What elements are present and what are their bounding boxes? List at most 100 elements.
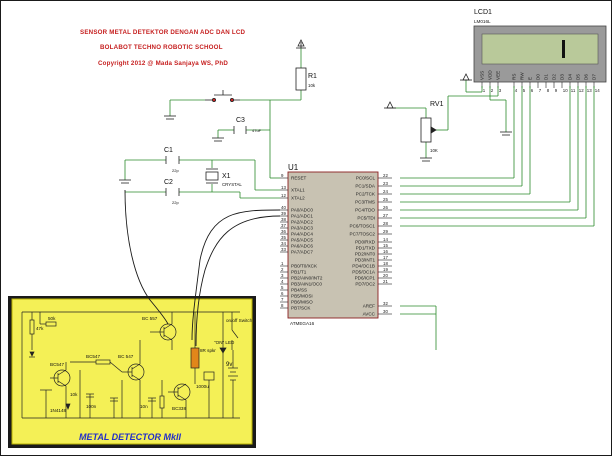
u1-pin-number: 29 — [383, 229, 388, 234]
r1-value: 10k — [308, 83, 316, 88]
u1-chip: 9RESET13XTAL112XTAL240PA0/ADC039PA1/ADC1… — [280, 163, 392, 326]
u1-pin-name: PC3/TMS — [355, 200, 375, 205]
u1-pin-number: 28 — [383, 221, 388, 226]
lcd-pin-name: D0 — [535, 74, 540, 80]
u1-pin-number: 17 — [383, 255, 388, 260]
u1-pin-number: 20 — [383, 273, 388, 278]
c2-ref: C2 — [164, 179, 173, 186]
lcd-pin-number: 13 — [587, 88, 592, 93]
u1-pin-name: PC1/SDA — [355, 184, 376, 189]
u1-pin-name: PA5/ADC5 — [291, 238, 313, 243]
lcd-ref: LCD1 — [474, 9, 492, 16]
u1-body — [287, 171, 379, 319]
u1-pin-number: 21 — [383, 279, 388, 284]
u1-pin-number: 14 — [383, 237, 388, 242]
schematic-title: SENSOR METAL DETEKTOR DENGAN ADC DAN LCD — [80, 29, 246, 36]
u1-pin-number: 32 — [383, 301, 388, 306]
u1-pin-number: 36 — [281, 229, 286, 234]
u1-pin-number: 18 — [383, 261, 388, 266]
label-1000u: 1000u — [196, 384, 209, 389]
u1-pin-name: PD0/RXD — [355, 240, 376, 245]
u1-pin-number: 35 — [281, 235, 286, 240]
metal-detector-title: METAL DETECTOR MkII — [78, 432, 181, 442]
u1-pin-name: PD6/ICP1 — [355, 276, 376, 281]
lcd-pin-number: 8 — [547, 88, 550, 93]
label-47k: 47k — [36, 326, 44, 331]
u1-pin-name: PA3/ADC3 — [291, 226, 313, 231]
u1-pin-name: PD7/OC2 — [355, 282, 375, 287]
u1-pin-name: PC2/TCK — [356, 192, 376, 197]
label-100n: 100n — [86, 404, 97, 409]
u1-pin-name: PC4/TDO — [355, 208, 375, 213]
lcd-pin-name: D3 — [559, 74, 564, 80]
u1-pin-number: 13 — [281, 185, 286, 190]
u1-pin-name: PA0/ADC0 — [291, 208, 313, 213]
lcd-pin-number: 6 — [531, 88, 534, 93]
detector-wires — [124, 189, 281, 347]
u1-pin-name: PD3/INT1 — [355, 258, 376, 263]
x1-value: CRYSTAL — [222, 182, 242, 187]
u1-pin-number: 24 — [383, 189, 388, 194]
lcd-pin-number: 7 — [539, 88, 542, 93]
u1-pin-name: PA1/ADC1 — [291, 214, 313, 219]
lcd-pin-name: D1 — [543, 74, 548, 80]
lcd-pin-name: D6 — [583, 74, 588, 80]
u1-pin-name: PB4/SS — [291, 288, 307, 293]
u1-pin-number: 6 — [281, 291, 284, 296]
lcd-pin-name: VEE — [495, 71, 500, 80]
u1-pin-number: 1 — [281, 261, 284, 266]
label-bc547-b: BC547 — [86, 354, 100, 359]
r1-ref: R1 — [308, 73, 317, 80]
u1-pin-name: XTAL1 — [291, 188, 305, 193]
potentiometer-rv1 — [420, 117, 432, 143]
u1-pin-number: 16 — [383, 249, 388, 254]
lcd-pin-number: 12 — [579, 88, 584, 93]
lcd-pin-number: 2 — [491, 88, 494, 93]
lcd-pin-name: VDD — [487, 70, 492, 80]
u1-pin-name: PA2/ADC2 — [291, 220, 313, 225]
u1-pin-name: PB1/T1 — [291, 270, 307, 275]
u1-pin-name: PA4/ADC4 — [291, 232, 313, 237]
label-led: "ON" LED — [214, 340, 235, 345]
u1-pin-number: 25 — [383, 197, 388, 202]
u1-pin-number: 7 — [281, 297, 284, 302]
u1-pin-name: PB3/AIN1/OC0 — [291, 282, 322, 287]
u1-pin-number: 27 — [383, 213, 388, 218]
u1-pin-name: PD1/TXD — [356, 246, 376, 251]
lcd-pin-number: 9 — [555, 88, 558, 93]
u1-pin-number: 19 — [383, 267, 388, 272]
rv1-value: 10K — [430, 148, 438, 153]
c2-value: 22p — [172, 200, 179, 205]
label-50k: 50k — [48, 316, 56, 321]
u1-pin-name: PB2/AIN0/INT2 — [291, 276, 323, 281]
lcd-pin-name: E — [527, 77, 532, 80]
lcd-pin-number: 10 — [563, 88, 568, 93]
rv1-ref: RV1 — [430, 101, 444, 108]
c1-ref: C1 — [164, 147, 173, 154]
lcd-pin-name: D4 — [567, 74, 572, 80]
u1-pin-number: 8 — [281, 303, 284, 308]
u1-pin-name: PD2/INT0 — [355, 252, 376, 257]
u1-pin-number: 15 — [383, 243, 388, 248]
lcd-pin-name: D2 — [551, 74, 556, 80]
label-10n: 10n — [140, 404, 148, 409]
lcd-screen — [481, 33, 599, 65]
c1-value: 22p — [172, 168, 179, 173]
u1-part: ATMEGA16 — [290, 321, 315, 326]
u1-pin-name: PA6/ADC6 — [291, 244, 313, 249]
lcd-pin-name: D5 — [575, 74, 580, 80]
label-switch: on/off Switch — [226, 318, 253, 323]
label-bc557: BC 557 — [142, 316, 158, 321]
u1-pin-number: 37 — [281, 223, 286, 228]
u1-pin-number: 22 — [383, 173, 388, 178]
label-bc547-c: BC 547 — [118, 354, 134, 359]
lcd-pin-number: 1 — [483, 88, 486, 93]
lcd-module: LCD1 LM016L VSS1VDD2VEE3RS4RW5E6D07D18D2… — [473, 9, 607, 93]
u1-pin-number: 3 — [281, 273, 284, 278]
u1-pin-name: AREF — [363, 304, 375, 309]
lcd-pin-number: 3 — [499, 88, 502, 93]
metal-detector-panel: 47k 50k BC547 10k 1N4148 BC547 BC 547 BC… — [8, 296, 256, 448]
label-diode: 1N4148 — [50, 408, 67, 413]
u1-pin-number: 9 — [281, 173, 284, 178]
u1-pin-number: 2 — [281, 267, 284, 272]
